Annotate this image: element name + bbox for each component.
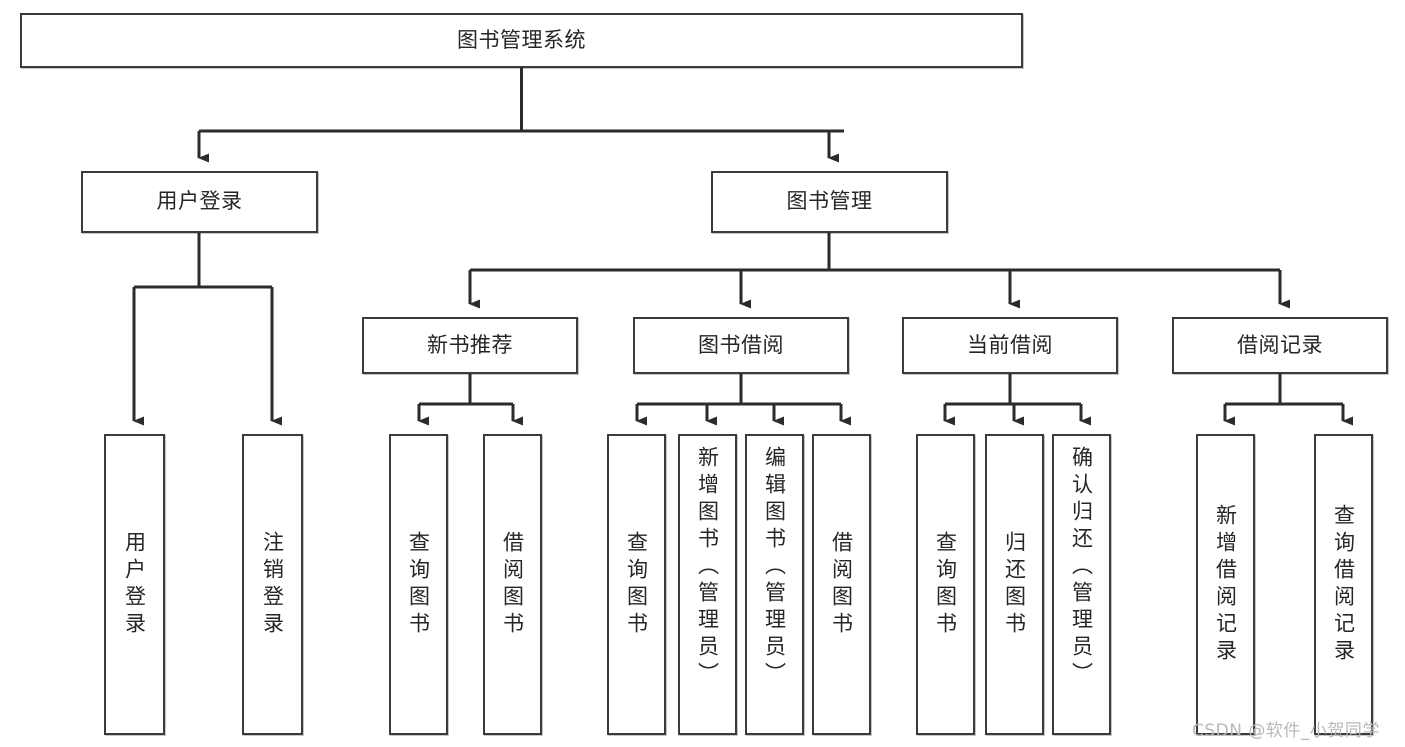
node-leaf-logout-login[interactable]: 注销登录: [242, 434, 303, 735]
node-leaf-query-borrow-record-label: 查询借阅记录: [1331, 503, 1356, 666]
node-leaf-query-book-1-label: 查询图书: [406, 530, 431, 639]
node-new-book-recommend-label: 新书推荐: [427, 332, 513, 357]
node-leaf-borrow-book-2[interactable]: 借阅图书: [812, 434, 871, 735]
node-borrow-record[interactable]: 借阅记录: [1172, 317, 1388, 374]
watermark-text: CSDN @软件_小贺同学: [1192, 721, 1380, 741]
node-leaf-user-login-label: 用户登录: [122, 530, 147, 639]
node-leaf-borrow-book-1-label: 借阅图书: [500, 530, 525, 639]
node-leaf-query-book-2-label: 查询图书: [624, 530, 649, 639]
node-leaf-return-book[interactable]: 归还图书: [985, 434, 1044, 735]
node-leaf-query-book-1[interactable]: 查询图书: [389, 434, 448, 735]
node-leaf-query-book-3[interactable]: 查询图书: [916, 434, 975, 735]
node-leaf-logout-login-label: 注销登录: [260, 530, 285, 639]
node-leaf-add-book[interactable]: 新增图书（管理员）: [678, 434, 737, 735]
node-book-manage-label: 图书管理: [786, 189, 873, 214]
node-leaf-edit-book[interactable]: 编辑图书（管理员）: [745, 434, 804, 735]
node-leaf-borrow-book-2-label: 借阅图书: [829, 530, 854, 639]
node-leaf-confirm-return[interactable]: 确认归还（管理员）: [1052, 434, 1111, 735]
node-leaf-add-borrow-record-label: 新增借阅记录: [1213, 503, 1238, 666]
node-root[interactable]: 图书管理系统: [20, 13, 1023, 68]
node-borrow-record-label: 借阅记录: [1237, 332, 1323, 357]
node-new-book-recommend[interactable]: 新书推荐: [362, 317, 578, 374]
node-current-borrow[interactable]: 当前借阅: [902, 317, 1118, 374]
node-leaf-add-book-label: 新增图书（管理员）: [695, 446, 720, 689]
node-root-label: 图书管理系统: [457, 27, 586, 52]
node-leaf-query-book-3-label: 查询图书: [933, 530, 958, 639]
node-book-borrow[interactable]: 图书借阅: [633, 317, 849, 374]
node-leaf-query-book-2[interactable]: 查询图书: [607, 434, 666, 735]
node-leaf-edit-book-label: 编辑图书（管理员）: [762, 446, 787, 689]
node-book-borrow-label: 图书借阅: [698, 332, 784, 357]
node-leaf-query-borrow-record[interactable]: 查询借阅记录: [1314, 434, 1373, 735]
node-leaf-confirm-return-label: 确认归还（管理员）: [1069, 446, 1094, 689]
node-book-manage[interactable]: 图书管理: [711, 171, 948, 233]
node-user-login-label: 用户登录: [156, 189, 243, 214]
node-leaf-borrow-book-1[interactable]: 借阅图书: [483, 434, 542, 735]
node-leaf-user-login[interactable]: 用户登录: [104, 434, 165, 735]
node-user-login[interactable]: 用户登录: [81, 171, 318, 233]
node-current-borrow-label: 当前借阅: [967, 332, 1053, 357]
node-leaf-return-book-label: 归还图书: [1002, 530, 1027, 639]
node-leaf-add-borrow-record[interactable]: 新增借阅记录: [1196, 434, 1255, 735]
